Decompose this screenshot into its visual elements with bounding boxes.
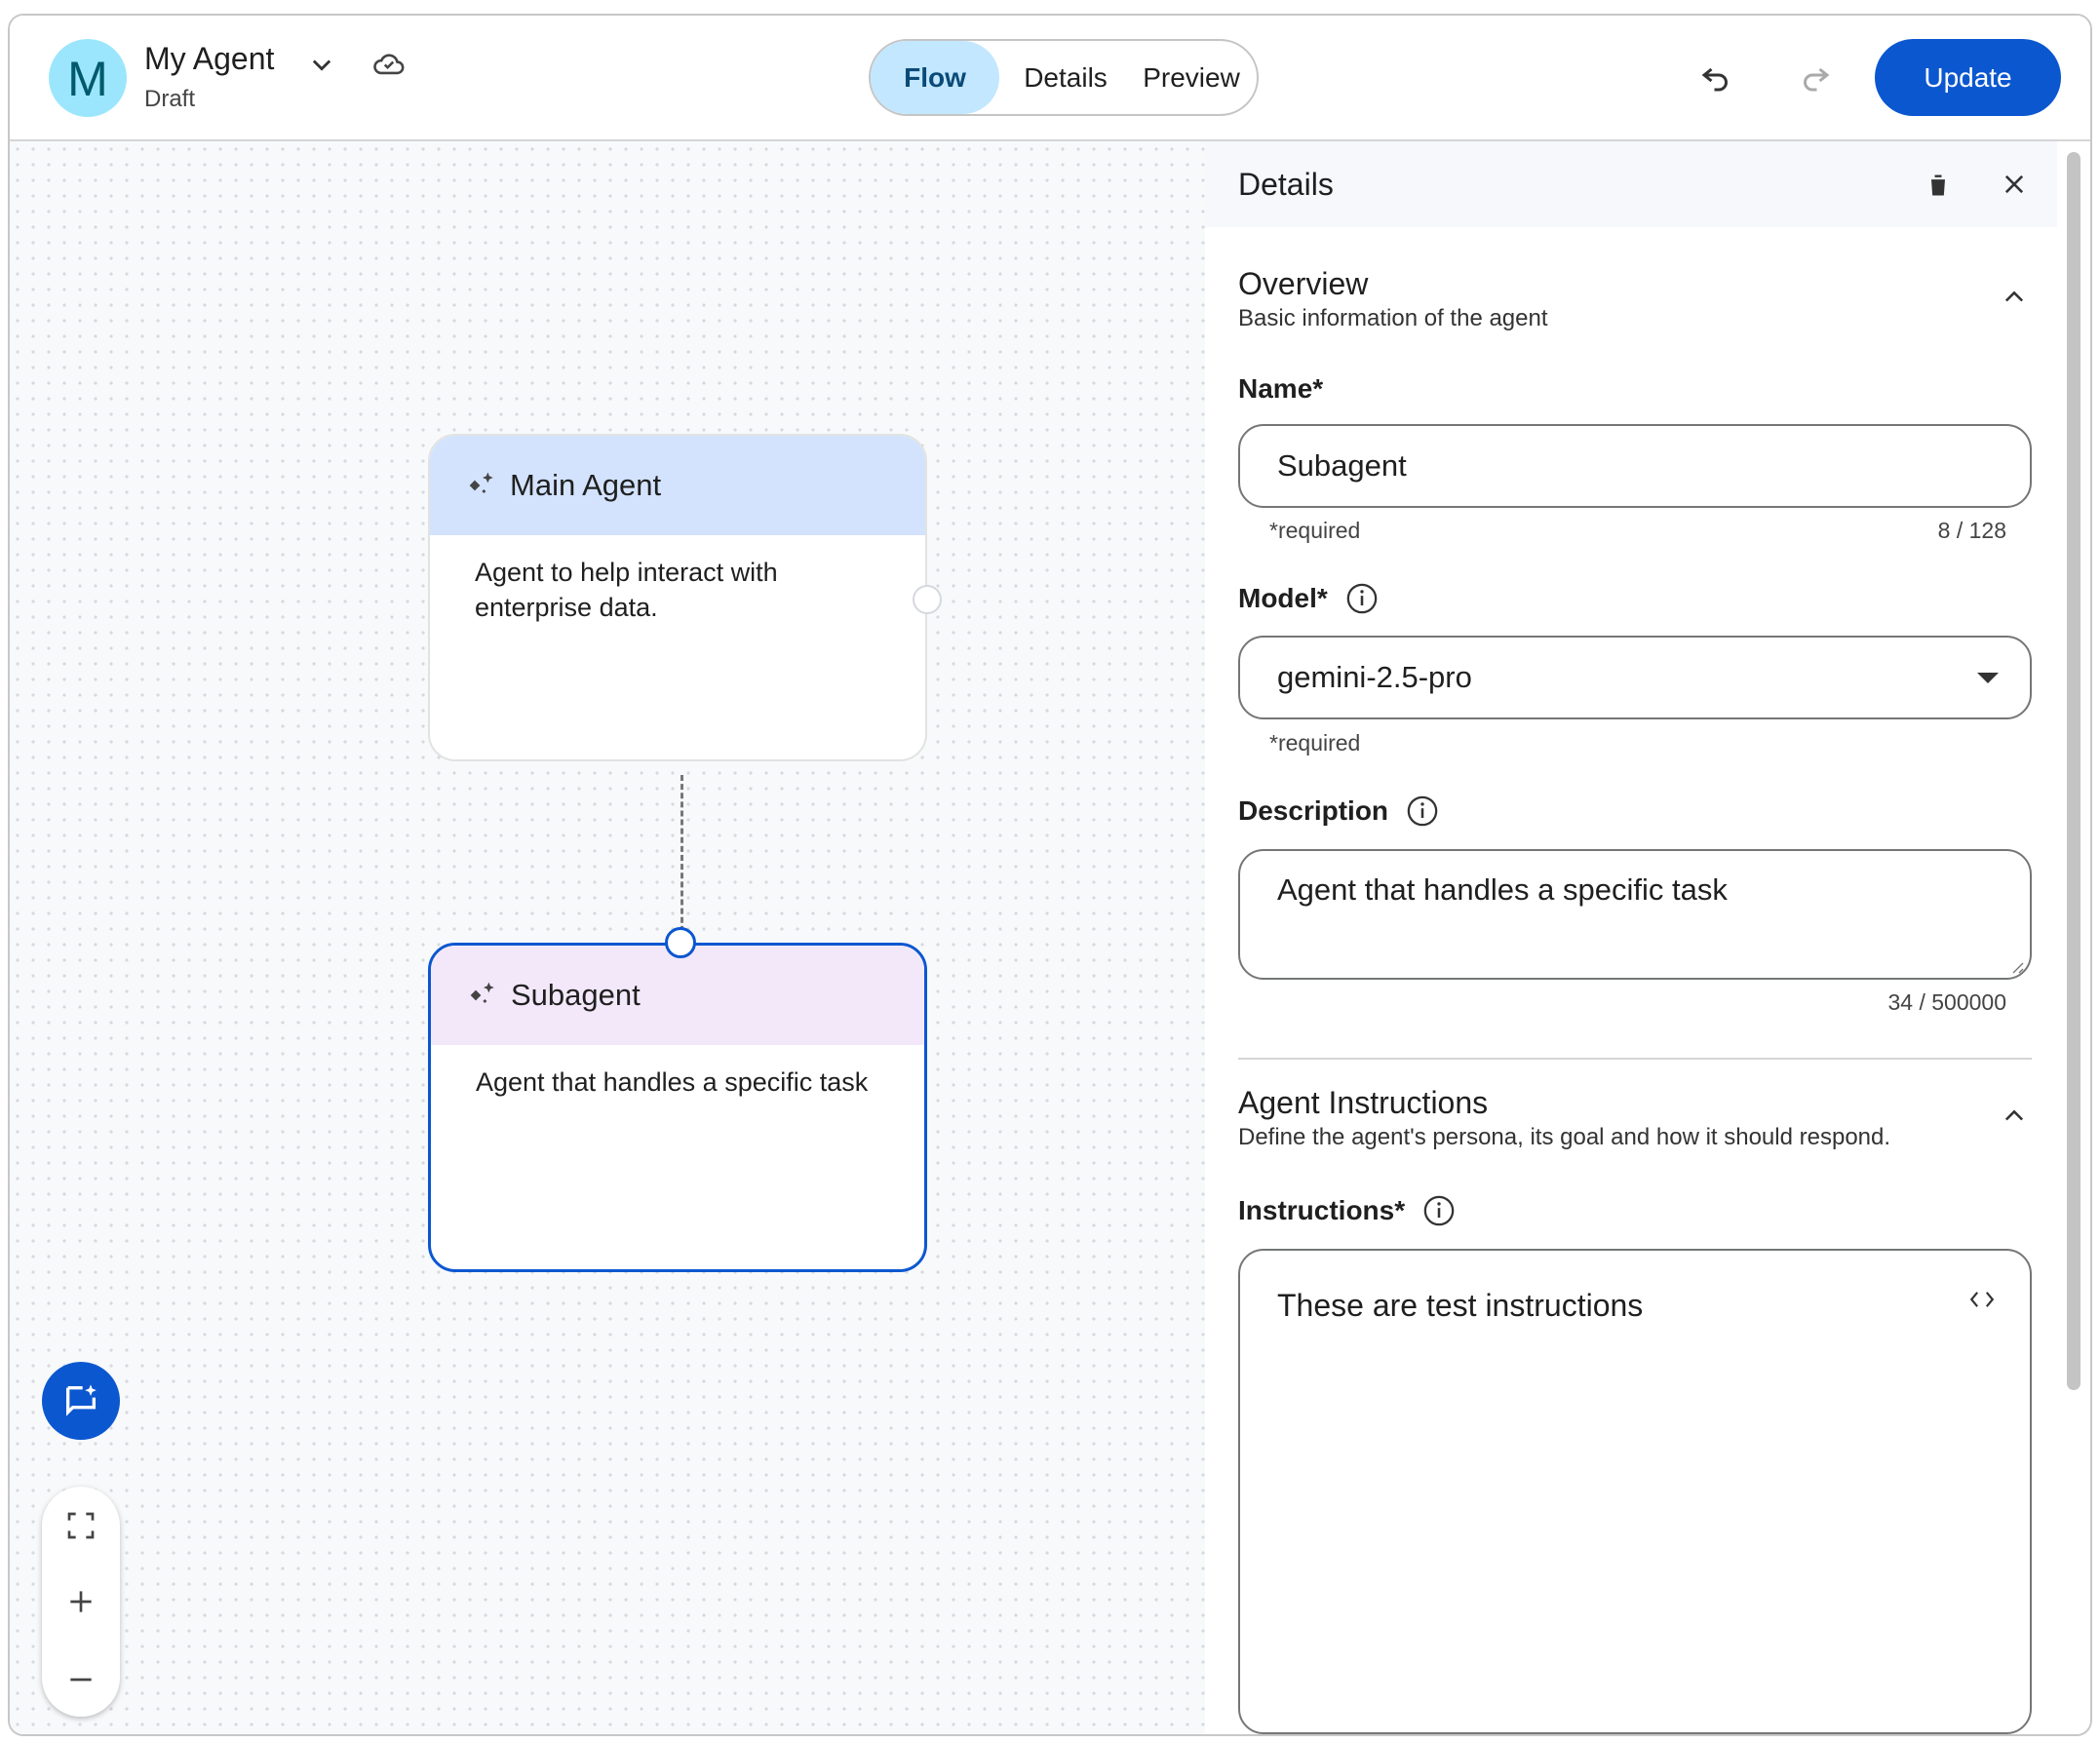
cloud-saved-icon[interactable] [372, 49, 406, 78]
description-textarea[interactable]: Agent that handles a specific task [1238, 849, 2032, 980]
redo-icon[interactable] [1798, 60, 1833, 96]
overview-collapse-chevron-up-icon[interactable] [2001, 284, 2028, 311]
fit-view-icon[interactable] [65, 1510, 97, 1541]
ai-chat-button[interactable] [42, 1362, 120, 1440]
node-header: Main Agent [430, 436, 925, 535]
close-icon[interactable] [2001, 171, 2028, 198]
node-title: Main Agent [510, 468, 662, 502]
top-bar: M My Agent Draft Flow Details Preview Up… [10, 16, 2090, 141]
model-required-hint: *required [1269, 730, 1361, 755]
node-main-agent[interactable]: Main Agent Agent to help interact with e… [428, 434, 927, 761]
tab-flow[interactable]: Flow [871, 41, 999, 114]
zoom-in-icon[interactable] [65, 1586, 97, 1617]
overview-title: Overview [1238, 266, 1369, 301]
view-tabs: Flow Details Preview [869, 39, 1259, 116]
overview-subtitle: Basic information of the agent [1238, 305, 1548, 331]
output-handle[interactable] [913, 585, 942, 614]
instructions-label: Instructions* [1238, 1194, 1456, 1227]
node-title: Subagent [511, 978, 641, 1012]
agent-title: My Agent [144, 41, 275, 76]
zoom-controls [42, 1487, 120, 1717]
connection-edge [681, 775, 683, 941]
name-input[interactable]: Subagent [1238, 424, 2032, 508]
model-select[interactable]: gemini-2.5-pro [1238, 636, 2032, 719]
node-header: Subagent [431, 946, 924, 1045]
tab-details[interactable]: Details [1024, 62, 1108, 93]
name-label: Name* [1238, 373, 1323, 405]
description-label: Description [1238, 794, 1439, 828]
instructions-label-text: Instructions* [1238, 1195, 1406, 1225]
node-description: Agent to help interact with enterprise d… [475, 558, 778, 622]
model-label-text: Model* [1238, 583, 1328, 613]
instructions-section-subtitle: Define the agent's persona, its goal and… [1238, 1124, 1891, 1150]
info-icon[interactable] [1406, 794, 1439, 828]
dropdown-arrow-icon [1977, 673, 1999, 683]
resize-handle-icon[interactable] [2008, 958, 2024, 974]
undo-icon[interactable] [1698, 60, 1733, 96]
node-description: Agent that handles a specific task [476, 1067, 869, 1097]
input-handle[interactable] [665, 927, 696, 958]
panel-header: Details [1205, 141, 2065, 227]
name-label-text: Name* [1238, 373, 1324, 404]
description-label-text: Description [1238, 795, 1389, 826]
section-divider [1238, 1058, 2032, 1060]
model-selected-value: gemini-2.5-pro [1277, 660, 1472, 694]
panel-title: Details [1238, 167, 1334, 202]
name-required-hint: *required [1269, 518, 1361, 543]
agent-status: Draft [144, 86, 196, 112]
description-char-count: 34 / 500000 [1887, 989, 2006, 1015]
chevron-down-icon[interactable] [308, 51, 335, 78]
scrollbar-thumb[interactable] [2067, 152, 2081, 1390]
code-view-icon[interactable] [1967, 1288, 1997, 1311]
tab-preview[interactable]: Preview [1143, 62, 1240, 93]
chat-spark-icon [61, 1381, 100, 1420]
update-button[interactable]: Update [1875, 39, 2061, 116]
flow-canvas[interactable]: Main Agent Agent to help interact with e… [10, 141, 1205, 1734]
instructions-collapse-chevron-up-icon[interactable] [2001, 1103, 2028, 1130]
instructions-editor[interactable]: These are test instructions [1238, 1249, 2032, 1734]
sparkle-icon [467, 470, 498, 501]
node-subagent[interactable]: Subagent Agent that handles a specific t… [428, 943, 927, 1272]
description-value: Agent that handles a specific task [1277, 872, 1728, 907]
instructions-section-title: Agent Instructions [1238, 1085, 1489, 1120]
instructions-value: These are test instructions [1277, 1288, 1644, 1323]
info-icon[interactable] [1345, 582, 1379, 615]
zoom-out-icon[interactable] [65, 1664, 97, 1695]
info-icon[interactable] [1422, 1194, 1456, 1227]
app-window: M My Agent Draft Flow Details Preview Up… [8, 14, 2092, 1736]
name-char-count: 8 / 128 [1937, 518, 2006, 543]
delete-icon[interactable] [1925, 171, 1952, 200]
details-panel: Details Overview Basic information of th… [1205, 141, 2065, 1734]
avatar: M [49, 39, 127, 117]
model-label: Model* [1238, 582, 1379, 615]
sparkle-icon [468, 980, 499, 1011]
